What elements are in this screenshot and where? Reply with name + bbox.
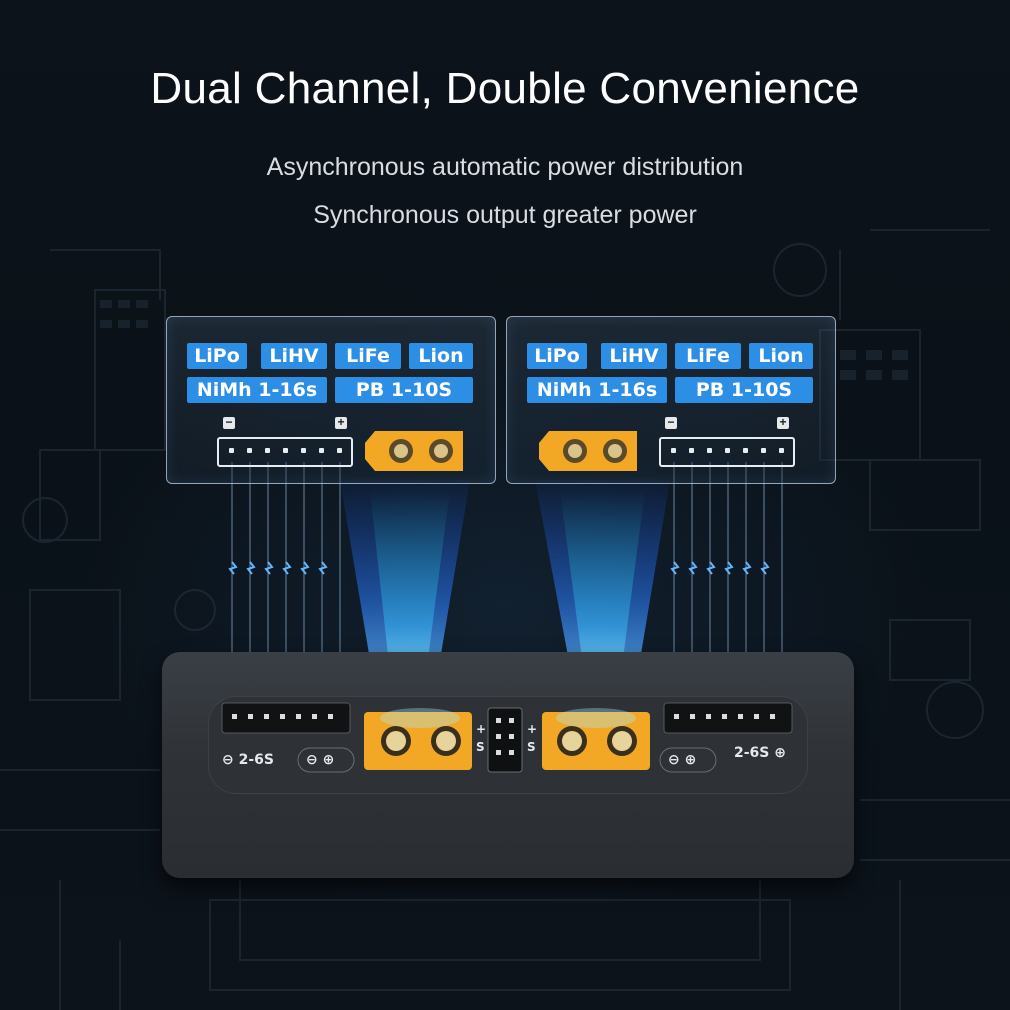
minus-icon: ⊖: [222, 752, 234, 768]
battery-tag-pb: PB 1-10S: [675, 377, 813, 403]
minus-icon: −: [665, 416, 677, 429]
balance-port-icon: [659, 437, 795, 467]
minus-icon: −: [223, 416, 235, 429]
sync-s-right: S: [527, 740, 536, 754]
subtitle-output-power: Synchronous output greater power: [313, 201, 697, 229]
sync-s-left: S: [476, 740, 485, 754]
battery-tag-lipo: LiPo: [187, 343, 247, 369]
right-polarity-icons: ⊖ ⊕: [668, 752, 697, 768]
plus-icon: ⊕: [774, 745, 786, 761]
battery-tag-life: LiFe: [335, 343, 401, 369]
left-polarity-icons: ⊖ ⊕: [306, 752, 335, 768]
plus-icon: +: [777, 416, 789, 429]
battery-tag-nimh: NiMh 1-16s: [187, 377, 327, 403]
battery-tag-lihv: LiHV: [601, 343, 667, 369]
battery-tag-pb: PB 1-10S: [335, 377, 473, 403]
battery-tag-nimh: NiMh 1-16s: [527, 377, 667, 403]
xt60-connector-icon: [539, 431, 637, 471]
headline: Dual Channel, Double Convenience: [150, 64, 860, 113]
right-range-label: 2-6S ⊕: [734, 745, 786, 761]
channel-panel-right: LiPo LiHV LiFe Lion NiMh 1-16s PB 1-10S …: [506, 316, 836, 484]
balance-port-icon: [217, 437, 353, 467]
subtitle-power-distribution: Asynchronous automatic power distributio…: [266, 153, 744, 181]
battery-tag-lion: Lion: [749, 343, 813, 369]
xt60-connector-icon: [365, 431, 463, 471]
sync-plus-left: +: [476, 722, 487, 736]
plus-icon: +: [335, 416, 347, 429]
battery-tag-lipo: LiPo: [527, 343, 587, 369]
sync-plus-right: +: [527, 722, 538, 736]
battery-tag-lion: Lion: [409, 343, 473, 369]
left-range-label: ⊖ 2-6S: [222, 752, 274, 768]
channel-panel-left: LiPo LiHV LiFe Lion NiMh 1-16s PB 1-10S …: [166, 316, 496, 484]
battery-tag-life: LiFe: [675, 343, 741, 369]
battery-tag-lihv: LiHV: [261, 343, 327, 369]
